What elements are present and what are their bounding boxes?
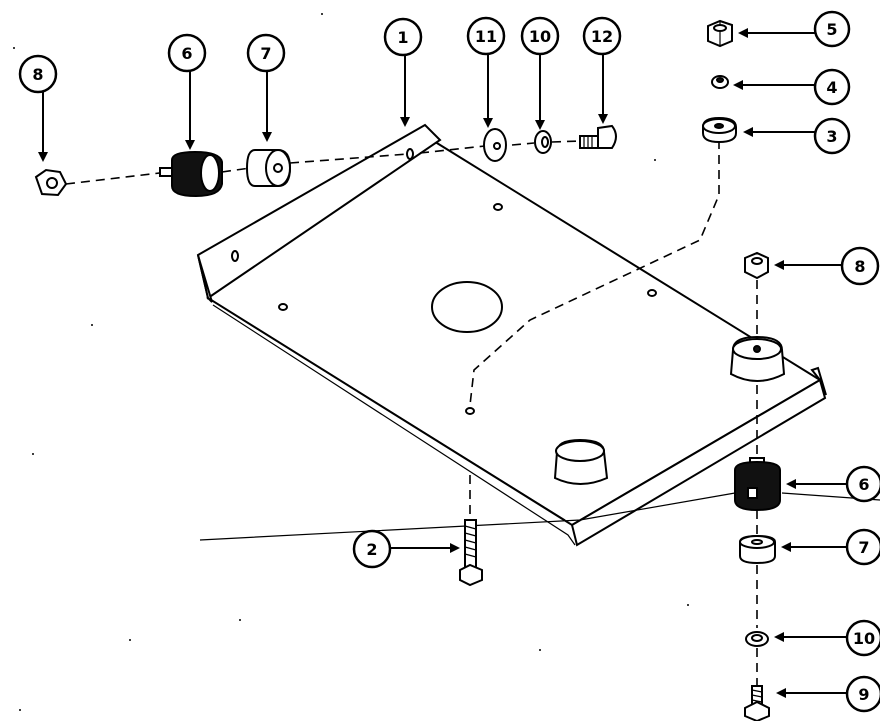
- callout-5: 5: [813, 10, 851, 48]
- bolt-12: [579, 124, 617, 149]
- scan-speckles: [13, 13, 689, 711]
- callout-8-left: 8: [18, 54, 58, 94]
- callout-7-right: 7: [845, 528, 880, 566]
- callout-12: 12: [582, 16, 622, 56]
- screw-2: [459, 519, 483, 587]
- svg-text:6: 6: [858, 475, 869, 494]
- callout-4: 4: [813, 68, 851, 106]
- svg-text:9: 9: [858, 685, 869, 704]
- svg-text:7: 7: [858, 538, 869, 557]
- lockwasher-10-bottom: [745, 631, 769, 647]
- svg-text:11: 11: [475, 27, 497, 46]
- washer-11: [483, 128, 507, 162]
- callout-1: 1: [383, 17, 423, 57]
- washer-7-left: [245, 149, 292, 187]
- lockwasher-4: [711, 75, 729, 89]
- callout-11: 11: [466, 16, 506, 56]
- callout-9: 9: [845, 675, 880, 713]
- nut-8-left: [34, 168, 68, 197]
- callout-6-left: 6: [167, 33, 207, 73]
- callout-8-right: 8: [840, 246, 880, 286]
- svg-text:12: 12: [591, 27, 613, 46]
- nut-5: [707, 19, 733, 48]
- svg-text:8: 8: [32, 65, 43, 84]
- assembly-lines: [65, 140, 758, 686]
- mount-boss-left: [553, 438, 609, 485]
- callout-2: 2: [352, 529, 392, 569]
- callout-10-top: 10: [520, 16, 560, 56]
- svg-text:5: 5: [826, 20, 837, 39]
- leader-lines: [38, 28, 846, 698]
- svg-text:3: 3: [826, 127, 837, 146]
- washer-7-right: [739, 534, 776, 565]
- lockwasher-10-top: [534, 130, 552, 154]
- mounting-plate: [196, 123, 827, 547]
- svg-text:10: 10: [529, 27, 551, 46]
- mount-boss-right: [729, 335, 786, 382]
- callout-6-right: 6: [845, 465, 880, 503]
- washer-3: [702, 116, 737, 144]
- svg-text:7: 7: [260, 44, 271, 63]
- svg-text:10: 10: [853, 629, 875, 648]
- svg-text:2: 2: [366, 540, 377, 559]
- nut-8-right: [744, 251, 769, 280]
- shock-mount-6-left: [159, 150, 223, 198]
- svg-text:4: 4: [826, 78, 837, 97]
- svg-text:8: 8: [854, 257, 865, 276]
- callout-3: 3: [813, 117, 851, 155]
- svg-text:1: 1: [397, 28, 408, 47]
- callout-10-bottom: 10: [845, 619, 880, 657]
- callout-7-left: 7: [246, 33, 286, 73]
- shock-mount-6-right: [734, 457, 781, 512]
- screw-9: [744, 685, 770, 721]
- svg-text:6: 6: [181, 44, 192, 63]
